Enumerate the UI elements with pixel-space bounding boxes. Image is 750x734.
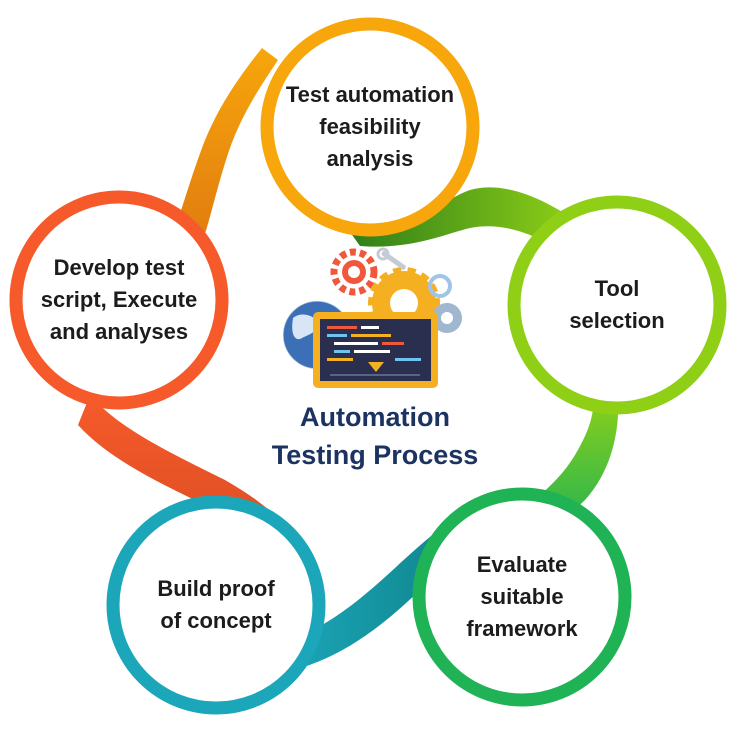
step-evaluate-framework-label: Evaluate suitable framework — [466, 552, 578, 641]
diagram-title: Automation Testing Process — [271, 402, 479, 470]
ribbon-orange-to-red — [172, 48, 278, 250]
step-feasibility-analysis-circle — [260, 17, 480, 237]
step-tool-selection-label: Tool selection — [569, 276, 665, 333]
step-evaluate-framework-circle — [412, 487, 632, 707]
step-tool-selection-circle — [507, 195, 727, 415]
step-build-proof-of-concept-circle — [106, 495, 326, 715]
wrench-icon — [376, 247, 406, 270]
step-feasibility-analysis-label: Test automation feasibility analysis — [285, 82, 455, 171]
gear-icon — [330, 248, 462, 339]
center-illustration — [282, 247, 462, 388]
step-develop-execute-analyse-label: Develop test script, Execute and analyse… — [40, 255, 198, 344]
monitor-icon — [313, 312, 438, 388]
ribbon-orange-to-green — [350, 187, 575, 250]
step-build-proof-of-concept-label: Build proof of concept — [157, 576, 275, 633]
step-develop-execute-analyse-circle — [9, 190, 229, 410]
